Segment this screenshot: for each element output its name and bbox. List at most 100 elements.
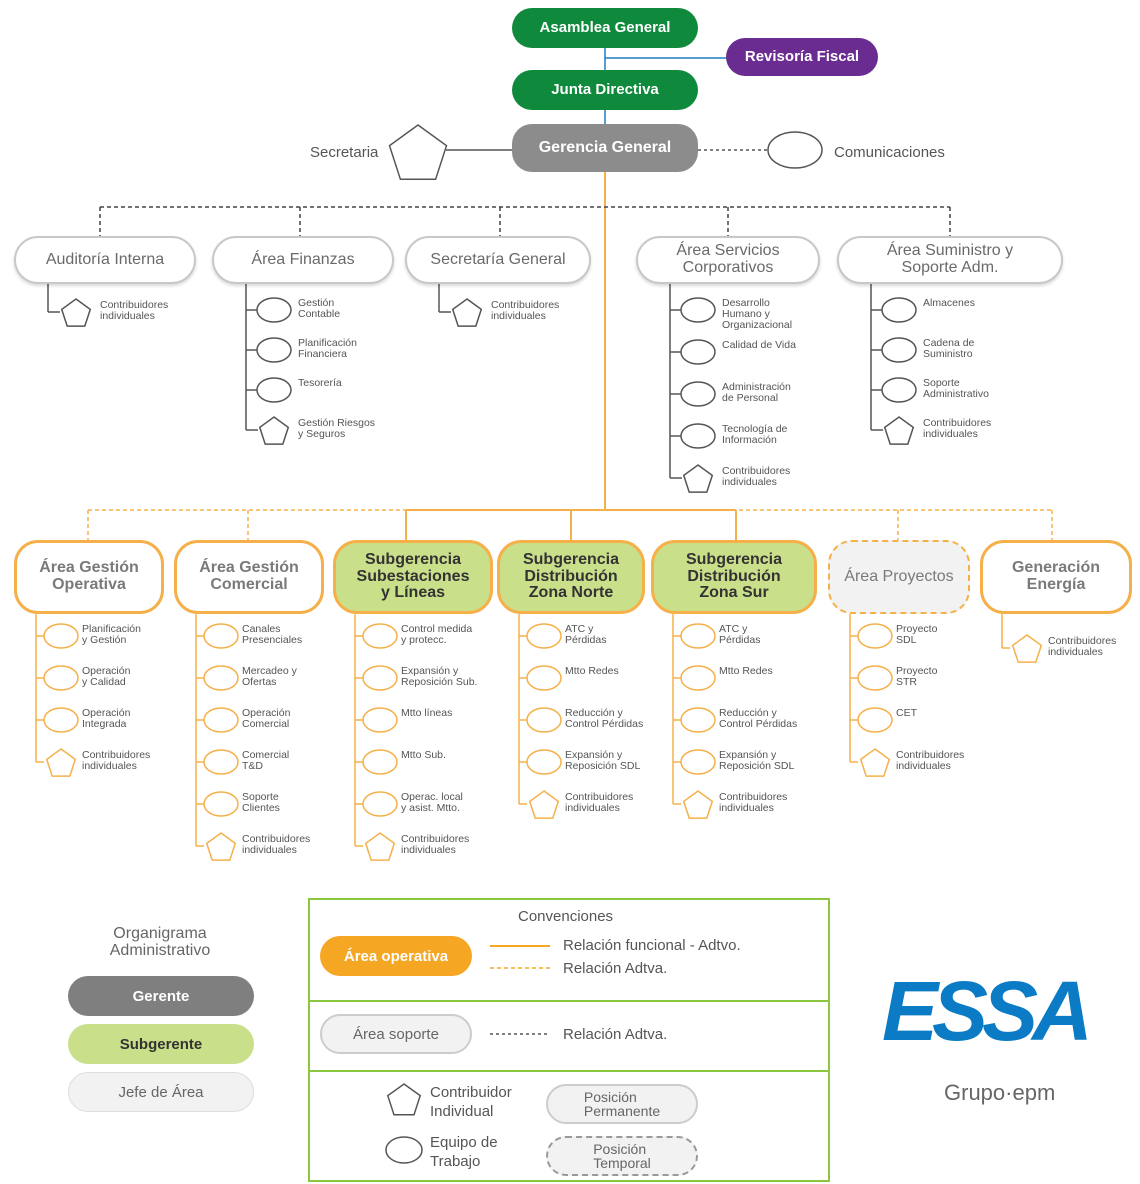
area-item-label: Contribuidores individuales	[923, 417, 992, 441]
team-ellipse	[680, 297, 716, 323]
area-item-label: Soporte Clientes	[242, 791, 280, 815]
contributor-pentagon	[682, 790, 714, 819]
area-item-label: Mtto Redes	[719, 665, 773, 677]
legend-relacion-adtva-2: Relación Adtva.	[563, 1026, 668, 1043]
area-item-label: Mercadeo y Ofertas	[242, 665, 297, 689]
team-ellipse	[203, 749, 239, 775]
area-item-label: Expansión y Reposición Sub.	[401, 665, 478, 689]
area-item-label: Cadena de Suministro	[923, 337, 975, 361]
contributor-pentagon	[883, 416, 915, 445]
secretaria-label: Secretaria	[310, 144, 379, 161]
area-item-label: Reducción y Control Pérdidas	[565, 707, 644, 731]
team-ellipse	[680, 423, 716, 449]
legend-posicion-permanente: Posición Permanente	[546, 1084, 698, 1124]
operative-area-box: Subgerencia Subestaciones y Líneas	[333, 540, 493, 614]
legend-title: Organigrama Administrativo	[109, 925, 211, 959]
team-ellipse	[526, 749, 562, 775]
area-item-label: Tesorería	[298, 377, 342, 389]
area-item-label: Proyecto STR	[896, 665, 938, 689]
operative-area-box: Subgerencia Distribución Zona Norte	[497, 540, 645, 614]
legend-subgerente: Subgerente	[68, 1024, 254, 1064]
gerencia-general-box: Gerencia General	[512, 124, 698, 172]
area-item-label: Gestión Riesgos y Seguros	[298, 417, 376, 441]
contributor-pentagon	[258, 416, 290, 445]
area-item-label: Operac. local y asist. Mtto.	[401, 791, 463, 815]
area-item-label: Calidad de Vida	[722, 339, 796, 351]
legend-area-operativa: Área operativa	[320, 936, 472, 976]
legend-relacion-funcional: Relación funcional - Adtvo.	[563, 937, 741, 954]
area-item-label: Contribuidores individuales	[1048, 635, 1117, 659]
team-ellipse	[203, 707, 239, 733]
area-item-label: Tecnología de Información	[722, 423, 788, 447]
operative-area-box: Área Gestión Operativa	[14, 540, 164, 614]
area-item-label: Contribuidores individuales	[401, 833, 470, 857]
area-item-label: CET	[896, 707, 917, 719]
comunicaciones-label: Comunicaciones	[834, 144, 945, 161]
team-ellipse	[881, 337, 917, 363]
area-item-label: Operación y Calidad	[82, 665, 131, 689]
contributor-pentagon	[859, 748, 891, 777]
team-ellipse	[680, 665, 716, 691]
area-item-label: Almacenes	[923, 297, 975, 309]
team-ellipse	[362, 665, 398, 691]
team-ellipse	[680, 623, 716, 649]
area-item-label: Control medida y protecc.	[401, 623, 473, 647]
team-ellipse	[362, 623, 398, 649]
area-item-label: Contribuidores individuales	[896, 749, 965, 773]
secretaria-pentagon	[388, 124, 448, 181]
area-item-label: Reducción y Control Pérdidas	[719, 707, 798, 731]
area-item-label: Planificación y Gestión	[82, 623, 141, 647]
team-ellipse	[857, 623, 893, 649]
team-ellipse	[857, 665, 893, 691]
area-item-label: Mtto Sub.	[401, 749, 446, 761]
asamblea-general-box: Asamblea General	[512, 8, 698, 48]
legend-posicion-temporal: Posición Temporal	[546, 1136, 698, 1176]
legend-relacion-adtva: Relación Adtva.	[563, 960, 668, 977]
team-ellipse	[362, 791, 398, 817]
area-item-label: Mtto líneas	[401, 707, 453, 719]
area-item-label: Administración de Personal	[722, 381, 791, 405]
area-item-label: Contribuidores individuales	[719, 791, 788, 815]
contributor-pentagon	[205, 832, 237, 861]
team-ellipse	[881, 377, 917, 403]
team-ellipse	[857, 707, 893, 733]
area-item-label: Desarrollo Humano y Organizacional	[722, 297, 793, 332]
team-ellipse	[526, 707, 562, 733]
contributor-pentagon	[451, 298, 483, 327]
team-ellipse	[43, 665, 79, 691]
conventions-title: Convenciones	[518, 908, 614, 925]
contributor-pentagon	[682, 464, 714, 493]
comunicaciones-ellipse	[767, 131, 823, 169]
team-ellipse	[256, 337, 292, 363]
team-ellipse	[362, 749, 398, 775]
legend-team-ellipse	[385, 1136, 423, 1164]
area-item-label: Contribuidores individuales	[242, 833, 311, 857]
area-item-label: Operación Comercial	[242, 707, 291, 731]
essa-logo: ESSA	[882, 964, 1093, 1058]
support-area-box: Auditoría Interna	[14, 236, 196, 284]
team-ellipse	[680, 381, 716, 407]
team-ellipse	[680, 749, 716, 775]
support-area-box: Área Finanzas	[212, 236, 394, 284]
conventions-panel	[308, 898, 830, 1182]
area-item-label: Contribuidores individuales	[722, 465, 791, 489]
team-ellipse	[680, 339, 716, 365]
junta-directiva-box: Junta Directiva	[512, 70, 698, 110]
area-item-label: Expansión y Reposición SDL	[719, 749, 795, 773]
support-area-box: Área Suministro y Soporte Adm.	[837, 236, 1063, 284]
team-ellipse	[43, 623, 79, 649]
area-item-label: Planificación Financiera	[298, 337, 357, 361]
support-area-box: Área Servicios Corporativos	[636, 236, 820, 284]
operative-area-box: Área Gestión Comercial	[174, 540, 324, 614]
area-item-label: Gestión Contable	[298, 297, 341, 321]
legend-contributor-pentagon	[386, 1083, 422, 1116]
contributor-pentagon	[45, 748, 77, 777]
legend-contribuidor: Contribuidor Individual	[430, 1084, 512, 1120]
legend-equipo: Equipo de Trabajo	[430, 1134, 498, 1170]
area-item-label: Expansión y Reposición SDL	[565, 749, 641, 773]
legend-area-soporte: Área soporte	[320, 1014, 472, 1054]
contributor-pentagon	[60, 298, 92, 327]
legend-jefe-area: Jefe de Área	[68, 1072, 254, 1112]
operative-area-box: Área Proyectos	[828, 540, 970, 614]
